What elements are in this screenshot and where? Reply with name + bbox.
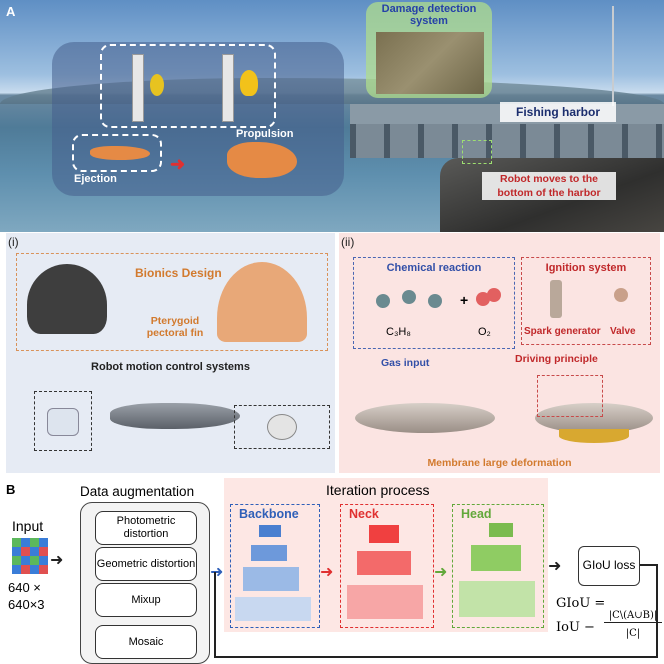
aug-mosaic: Mosaic bbox=[95, 625, 197, 659]
driving-inset-box bbox=[537, 375, 603, 417]
chemical-label: Chemical reaction bbox=[386, 262, 482, 274]
formula-numerator: |C\(A∪B)| bbox=[604, 610, 662, 623]
panel-b-letter: B bbox=[6, 482, 16, 497]
neck-layer-1 bbox=[369, 525, 399, 543]
aug-mixup: Mixup bbox=[95, 583, 197, 617]
head-box: Head bbox=[452, 504, 544, 628]
plate-left bbox=[132, 54, 144, 122]
chemical-box: Chemical reaction + C₃H₈ O₂ bbox=[353, 257, 515, 349]
plate-right bbox=[222, 54, 234, 122]
robot-fin-model bbox=[217, 262, 307, 342]
backbone-label: Backbone bbox=[239, 507, 299, 521]
data-aug-title: Data augmentation bbox=[80, 484, 195, 499]
motor-icon bbox=[267, 414, 297, 440]
ignition-box: Ignition system Spark generator Valve bbox=[521, 257, 651, 345]
input-size-1: 640 × bbox=[8, 580, 41, 595]
robot-ejection bbox=[90, 146, 150, 160]
membrane-disk-right bbox=[535, 403, 653, 433]
backbone-layer-3 bbox=[243, 567, 299, 591]
driving-label: Driving principle bbox=[515, 353, 598, 365]
pterygoid-label: Pterygoid pectoral fin bbox=[146, 315, 204, 339]
plus-sign: + bbox=[460, 292, 469, 308]
bionics-label: Bionics Design bbox=[135, 266, 222, 280]
neck-layer-3 bbox=[347, 585, 423, 619]
aug-photometric: Photometric distortion bbox=[95, 511, 197, 545]
o2-label: O₂ bbox=[478, 326, 491, 338]
formula-iou: IoU − bbox=[556, 620, 595, 635]
panel-ii-label: (ii) bbox=[341, 235, 355, 249]
damage-detection-box: Damage detection system bbox=[366, 2, 492, 98]
motor-inset-left bbox=[34, 391, 92, 451]
arrow-neck-icon: ➜ bbox=[320, 564, 334, 581]
seabed-image bbox=[376, 32, 484, 94]
pier-pillars bbox=[350, 124, 664, 158]
c3h8-label: C₃H₈ bbox=[386, 326, 411, 338]
manta-ray-image bbox=[27, 264, 107, 334]
input-label: Input bbox=[12, 518, 44, 534]
ignition-label: Ignition system bbox=[545, 262, 627, 274]
robot-propulsion bbox=[227, 142, 297, 178]
thruster-icon bbox=[47, 408, 79, 436]
loop-line-right bbox=[640, 564, 658, 566]
damage-detection-label: Damage detection system bbox=[381, 3, 477, 27]
arrow-aug-icon: ➜ bbox=[210, 564, 224, 581]
mechanism-inset bbox=[100, 44, 276, 128]
deformed-membrane bbox=[559, 429, 629, 443]
gas-input-label: Gas input bbox=[381, 357, 430, 369]
loop-line-bottom bbox=[214, 656, 658, 658]
formula-denominator: |C| bbox=[625, 628, 641, 639]
motion-control-label: Robot motion control systems bbox=[91, 361, 250, 373]
panel-i: (i) Bionics Design Pterygoid pectoral fi… bbox=[6, 233, 335, 473]
valve-label: Valve bbox=[610, 326, 636, 337]
backbone-layer-1 bbox=[259, 525, 281, 537]
neck-label: Neck bbox=[349, 507, 379, 521]
fishing-harbor-label: Fishing harbor bbox=[500, 102, 616, 122]
bionics-box: Bionics Design Pterygoid pectoral fin bbox=[16, 253, 328, 351]
cap-left bbox=[150, 74, 164, 96]
robot-inset: Propulsion Ejection ➜ bbox=[52, 42, 344, 196]
formula-line1: GIoU = bbox=[556, 596, 606, 611]
loop-line-down bbox=[656, 564, 658, 658]
head-layer-3 bbox=[459, 581, 535, 617]
backbone-box: Backbone bbox=[230, 504, 320, 628]
giou-loss-box: GIoU loss bbox=[578, 546, 640, 586]
propane-molecule bbox=[376, 288, 446, 314]
robot-moves-label: Robot moves to the bottom of the harbor bbox=[482, 172, 616, 200]
input-image-grid bbox=[12, 538, 48, 574]
ejection-inset bbox=[72, 134, 162, 172]
motor-inset-right bbox=[234, 405, 330, 449]
spark-label: Spark generator bbox=[524, 326, 601, 337]
arrow-head-icon: ➜ bbox=[434, 564, 448, 581]
head-layer-1 bbox=[489, 523, 513, 537]
input-size-2: 640×3 bbox=[8, 597, 45, 612]
panel-a-photo: A Propulsion Ejection ➜ Damage detection… bbox=[0, 0, 664, 232]
propulsion-label: Propulsion bbox=[236, 128, 294, 140]
backbone-layer-4 bbox=[235, 597, 311, 621]
panel-a-letter: A bbox=[6, 4, 16, 19]
backbone-layer-2 bbox=[251, 545, 287, 561]
target-marker bbox=[462, 140, 492, 164]
robot-body bbox=[110, 403, 240, 429]
neck-layer-2 bbox=[357, 551, 411, 575]
oxygen-molecule bbox=[476, 288, 502, 310]
arrow-input-icon: ➜ bbox=[50, 552, 64, 569]
membrane-disk-left bbox=[355, 403, 495, 433]
panel-ii: (ii) Chemical reaction + C₃H₈ O₂ Ignitio… bbox=[339, 233, 660, 473]
membrane-label: Membrane large deformation bbox=[427, 457, 572, 469]
arrow-loss-icon: ➜ bbox=[548, 558, 562, 575]
lamp-post bbox=[612, 6, 614, 106]
neck-box: Neck bbox=[340, 504, 434, 628]
ejection-label: Ejection bbox=[74, 173, 117, 185]
valve-image bbox=[614, 288, 628, 302]
iteration-title: Iteration process bbox=[326, 482, 430, 498]
data-aug-box: Photometric distortion Geometric distort… bbox=[80, 502, 210, 664]
loop-line-up bbox=[214, 572, 216, 658]
arrow-right-icon: ➜ bbox=[170, 154, 186, 174]
cap-right bbox=[240, 70, 258, 96]
spark-generator-image bbox=[550, 280, 562, 318]
panel-i-label: (i) bbox=[8, 235, 19, 249]
head-label: Head bbox=[461, 507, 492, 521]
head-layer-2 bbox=[471, 545, 521, 571]
aug-geometric: Geometric distortion bbox=[95, 547, 197, 581]
